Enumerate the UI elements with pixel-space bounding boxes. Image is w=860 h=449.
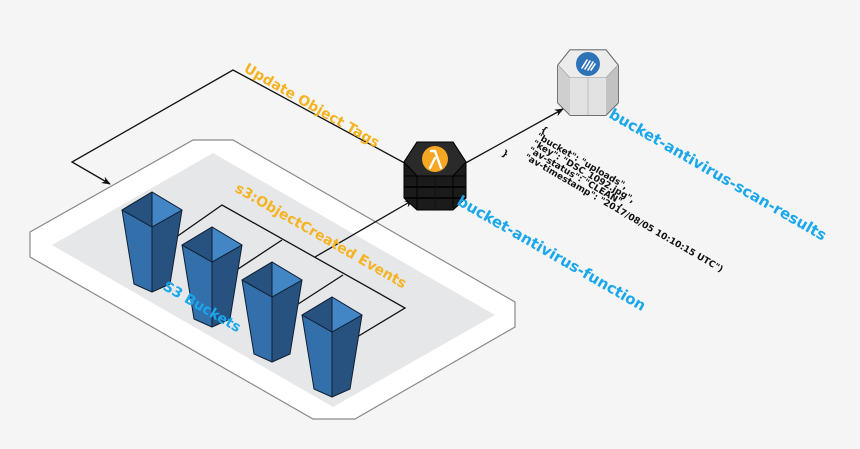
s3-bucket-icon[interactable] (181, 226, 243, 328)
update-tags-connector (70, 69, 413, 185)
update-tags-label: Update Object Tags (241, 61, 382, 152)
lambda-stack-icon (403, 141, 467, 211)
events-arrow (314, 199, 414, 258)
results-table-node[interactable] (557, 49, 619, 116)
s3-bucket-group (121, 191, 363, 398)
s3-bucket-icon[interactable] (301, 296, 363, 398)
s3-bucket-icon[interactable] (241, 261, 303, 363)
write-results-arrow (461, 108, 564, 166)
payload-line: } (499, 149, 510, 161)
lambda-function-node[interactable] (403, 141, 467, 211)
event-connectors (171, 204, 407, 341)
s3-bucket-icon[interactable] (121, 191, 183, 293)
payload-line: { (539, 125, 550, 137)
payload-json: { "bucket": "uploads", "key": "DSC_1092.… (499, 125, 724, 275)
dynamodb-table-icon (557, 49, 619, 116)
